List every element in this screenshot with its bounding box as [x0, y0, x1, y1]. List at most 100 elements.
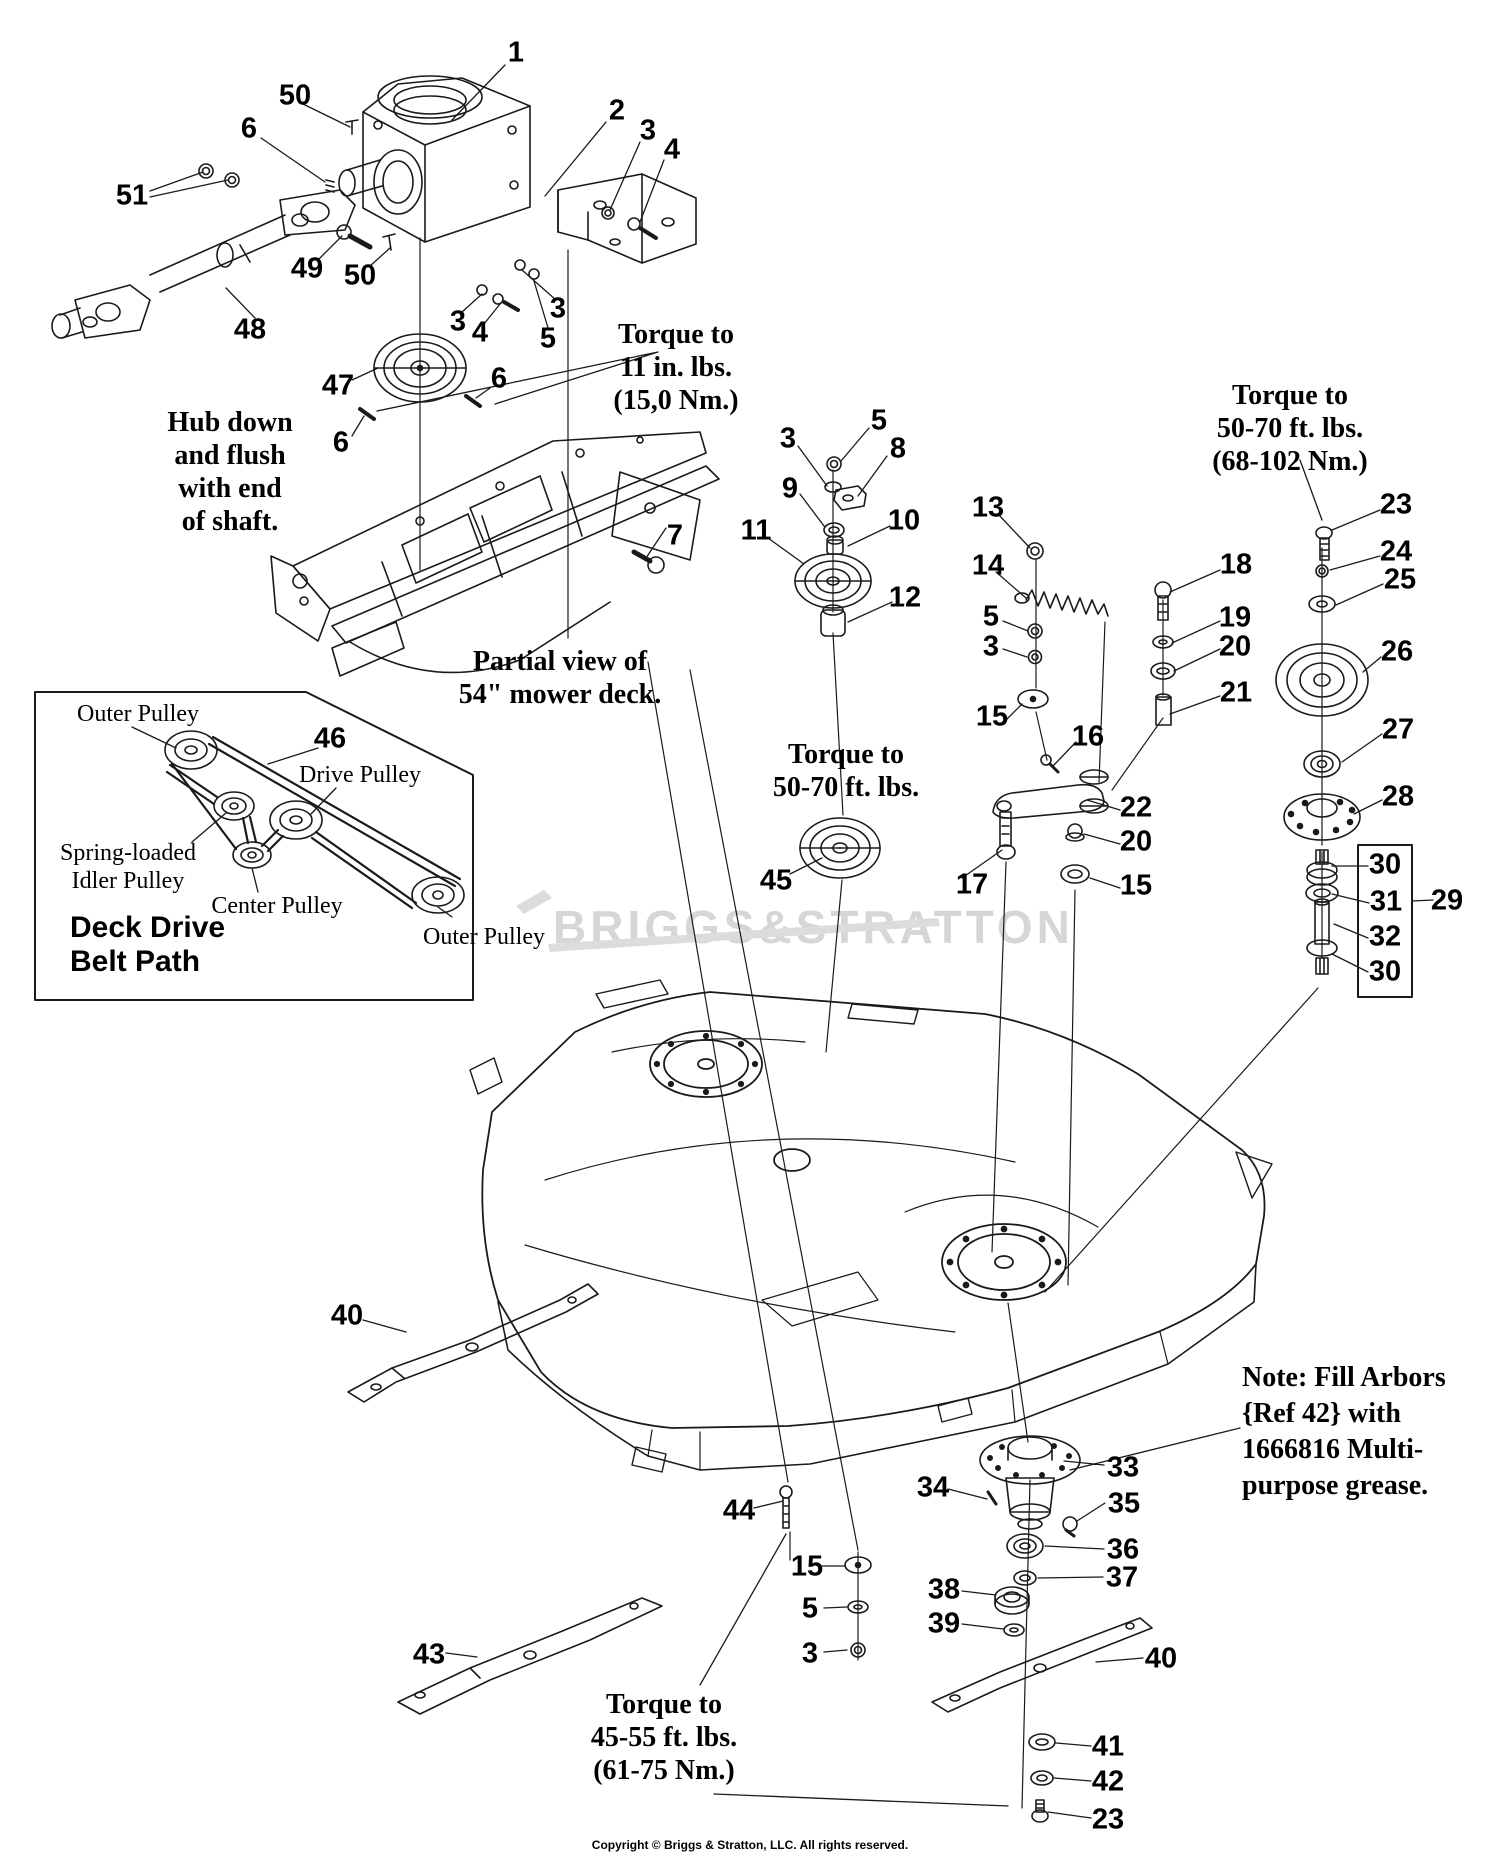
callout-28: 28 [1381, 780, 1415, 813]
callout-51: 51 [115, 179, 149, 212]
ref-29-group-box [1357, 844, 1413, 998]
callout-10: 10 [887, 504, 921, 537]
callout-21: 21 [1219, 676, 1253, 709]
callout-14: 14 [971, 549, 1005, 582]
inset-label-0: Outer Pulley [77, 701, 199, 727]
callout-1: 1 [507, 36, 525, 69]
callout-46: 46 [313, 722, 347, 755]
callout-6: 6 [240, 112, 258, 145]
callout-42: 42 [1091, 1765, 1125, 1798]
callout-30: 30 [1368, 848, 1402, 881]
callout-37: 37 [1105, 1561, 1139, 1594]
callout-23: 23 [1379, 488, 1413, 521]
callout-49: 49 [290, 252, 324, 285]
callout-47: 47 [321, 369, 355, 402]
callout-20: 20 [1218, 630, 1252, 663]
callout-3: 3 [549, 292, 567, 325]
arm-bolt-column-drawing [1150, 581, 1176, 726]
callout-6: 6 [332, 426, 350, 459]
callout-45: 45 [759, 864, 793, 897]
callout-44: 44 [722, 1494, 756, 1527]
callout-32: 32 [1368, 920, 1402, 953]
mower-deck-drawing [469, 979, 1273, 1473]
spindle-column-drawing [1275, 526, 1413, 998]
callout-19: 19 [1218, 601, 1252, 634]
callout-36: 36 [1106, 1533, 1140, 1566]
blade-drawings [347, 1283, 1153, 1715]
copyright-line: Copyright © Briggs & Stratton, LLC. All … [591, 1838, 909, 1852]
callout-43: 43 [412, 1638, 446, 1671]
callout-40: 40 [330, 1299, 364, 1332]
callout-35: 35 [1107, 1487, 1141, 1520]
callout-17: 17 [955, 868, 989, 901]
callout-33: 33 [1106, 1451, 1140, 1484]
callout-50: 50 [278, 79, 312, 112]
callout-6: 6 [490, 362, 508, 395]
callout-5: 5 [870, 404, 888, 437]
callout-3: 3 [779, 422, 797, 455]
belt-path-inset [34, 691, 474, 1001]
callout-38: 38 [927, 1573, 961, 1606]
center-bolt-column-drawing [779, 1485, 872, 1658]
callout-3: 3 [449, 305, 467, 338]
stack-pulley-drawing [373, 333, 467, 403]
callout-39: 39 [927, 1607, 961, 1640]
callout-2: 2 [608, 94, 626, 127]
idler-arm-drawing [992, 769, 1109, 884]
callout-3: 3 [639, 114, 657, 147]
callout-50: 50 [343, 259, 377, 292]
mount-bracket-drawing [557, 173, 697, 264]
callout-29: 29 [1430, 884, 1464, 917]
callout-41: 41 [1091, 1730, 1125, 1763]
callout-22: 22 [1119, 791, 1153, 824]
gearbox-drawing [338, 75, 531, 243]
callout-3: 3 [982, 630, 1000, 663]
callout-31: 31 [1369, 885, 1403, 918]
callout-7: 7 [666, 519, 684, 552]
callout-25: 25 [1383, 563, 1417, 596]
inset-label-1: Drive Pulley [299, 762, 421, 788]
callout-13: 13 [971, 491, 1005, 524]
inset-label-3: Center Pulley [211, 893, 343, 919]
callout-4: 4 [471, 316, 489, 349]
callout-15: 15 [790, 1550, 824, 1583]
callout-48: 48 [233, 313, 267, 346]
callout-8: 8 [889, 432, 907, 465]
callout-26: 26 [1380, 635, 1414, 668]
callout-11: 11 [740, 514, 772, 547]
callout-9: 9 [781, 472, 799, 505]
callout-16: 16 [1071, 720, 1105, 753]
callout-15: 15 [1119, 869, 1153, 902]
callout-5: 5 [801, 1592, 819, 1625]
callout-30: 30 [1368, 955, 1402, 988]
callout-18: 18 [1219, 548, 1253, 581]
hardware-top-drawing [198, 119, 665, 574]
callout-20: 20 [1119, 825, 1153, 858]
watermark-swoosh-shape [516, 890, 940, 952]
inset-label-4: Outer Pulley [423, 924, 545, 950]
deck-frame-drawing [270, 431, 720, 677]
callout-27: 27 [1381, 713, 1415, 746]
callout-5: 5 [539, 322, 557, 355]
pto-shaft-drawing [51, 189, 356, 339]
leader-lines [131, 64, 1434, 1819]
spring-column-drawing [1014, 542, 1109, 774]
callout-5: 5 [982, 600, 1000, 633]
flat-idler-pulley-drawing [799, 817, 881, 879]
callout-34: 34 [916, 1471, 950, 1504]
idler-pulley-column-drawing [794, 456, 872, 637]
extension-spring-drawing [1025, 589, 1109, 617]
callout-3: 3 [801, 1637, 819, 1670]
callout-40: 40 [1144, 1642, 1178, 1675]
